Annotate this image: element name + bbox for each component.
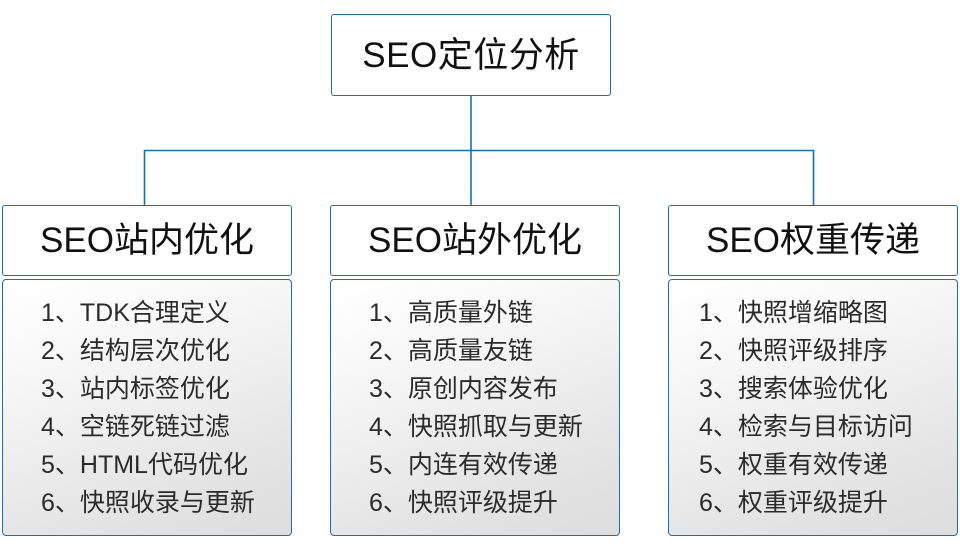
branch-list-1: 1、TDK合理定义 2、结构层次优化 3、站内标签优化 4、空链死链过滤 5、H… [3,294,291,522]
list-item: 6、快照收录与更新 [41,489,255,517]
branch-header-label-2: SEO站外优化 [368,221,582,260]
branch-list-2: 1、高质量外链 2、高质量友链 3、原创内容发布 4、快照抓取与更新 5、内连有… [331,294,619,522]
branch-body-1: 1、TDK合理定义 2、结构层次优化 3、站内标签优化 4、空链死链过滤 5、H… [2,279,292,536]
list-item: 3、原创内容发布 [369,375,558,403]
list-item: 3、站内标签优化 [41,375,230,403]
list-item: 2、快照评级排序 [699,337,888,365]
root-node-label: SEO定位分析 [362,35,580,75]
branch-body-3: 1、快照增缩略图 2、快照评级排序 3、搜索体验优化 4、检索与目标访问 5、权… [668,279,958,536]
root-node[interactable]: SEO定位分析 [331,14,611,96]
list-item: 1、高质量外链 [369,299,533,327]
branch-header-1[interactable]: SEO站内优化 [2,205,292,276]
list-item: 1、快照增缩略图 [699,299,888,327]
list-item: 2、高质量友链 [369,337,533,365]
list-item: 2、结构层次优化 [41,337,230,365]
list-item: 6、快照评级提升 [369,489,558,517]
branch-column-1: SEO站内优化 1、TDK合理定义 2、结构层次优化 3、站内标签优化 4、空链… [2,205,292,536]
list-item: 5、内连有效传递 [369,451,558,479]
branch-column-2: SEO站外优化 1、高质量外链 2、高质量友链 3、原创内容发布 4、快照抓取与… [330,205,620,536]
list-item: 4、检索与目标访问 [699,413,913,441]
list-item: 5、HTML代码优化 [41,451,248,479]
branch-header-label-3: SEO权重传递 [706,221,920,260]
branch-header-label-1: SEO站内优化 [40,221,254,260]
list-item: 1、TDK合理定义 [41,299,230,327]
branch-list-3: 1、快照增缩略图 2、快照评级排序 3、搜索体验优化 4、检索与目标访问 5、权… [669,294,957,522]
branch-body-2: 1、高质量外链 2、高质量友链 3、原创内容发布 4、快照抓取与更新 5、内连有… [330,279,620,536]
list-item: 6、权重评级提升 [699,489,888,517]
branch-header-3[interactable]: SEO权重传递 [668,205,958,276]
list-item: 5、权重有效传递 [699,451,888,479]
list-item: 4、快照抓取与更新 [369,413,583,441]
list-item: 4、空链死链过滤 [41,413,230,441]
list-item: 3、搜索体验优化 [699,375,888,403]
branch-header-2[interactable]: SEO站外优化 [330,205,620,276]
branch-column-3: SEO权重传递 1、快照增缩略图 2、快照评级排序 3、搜索体验优化 4、检索与… [668,205,958,536]
